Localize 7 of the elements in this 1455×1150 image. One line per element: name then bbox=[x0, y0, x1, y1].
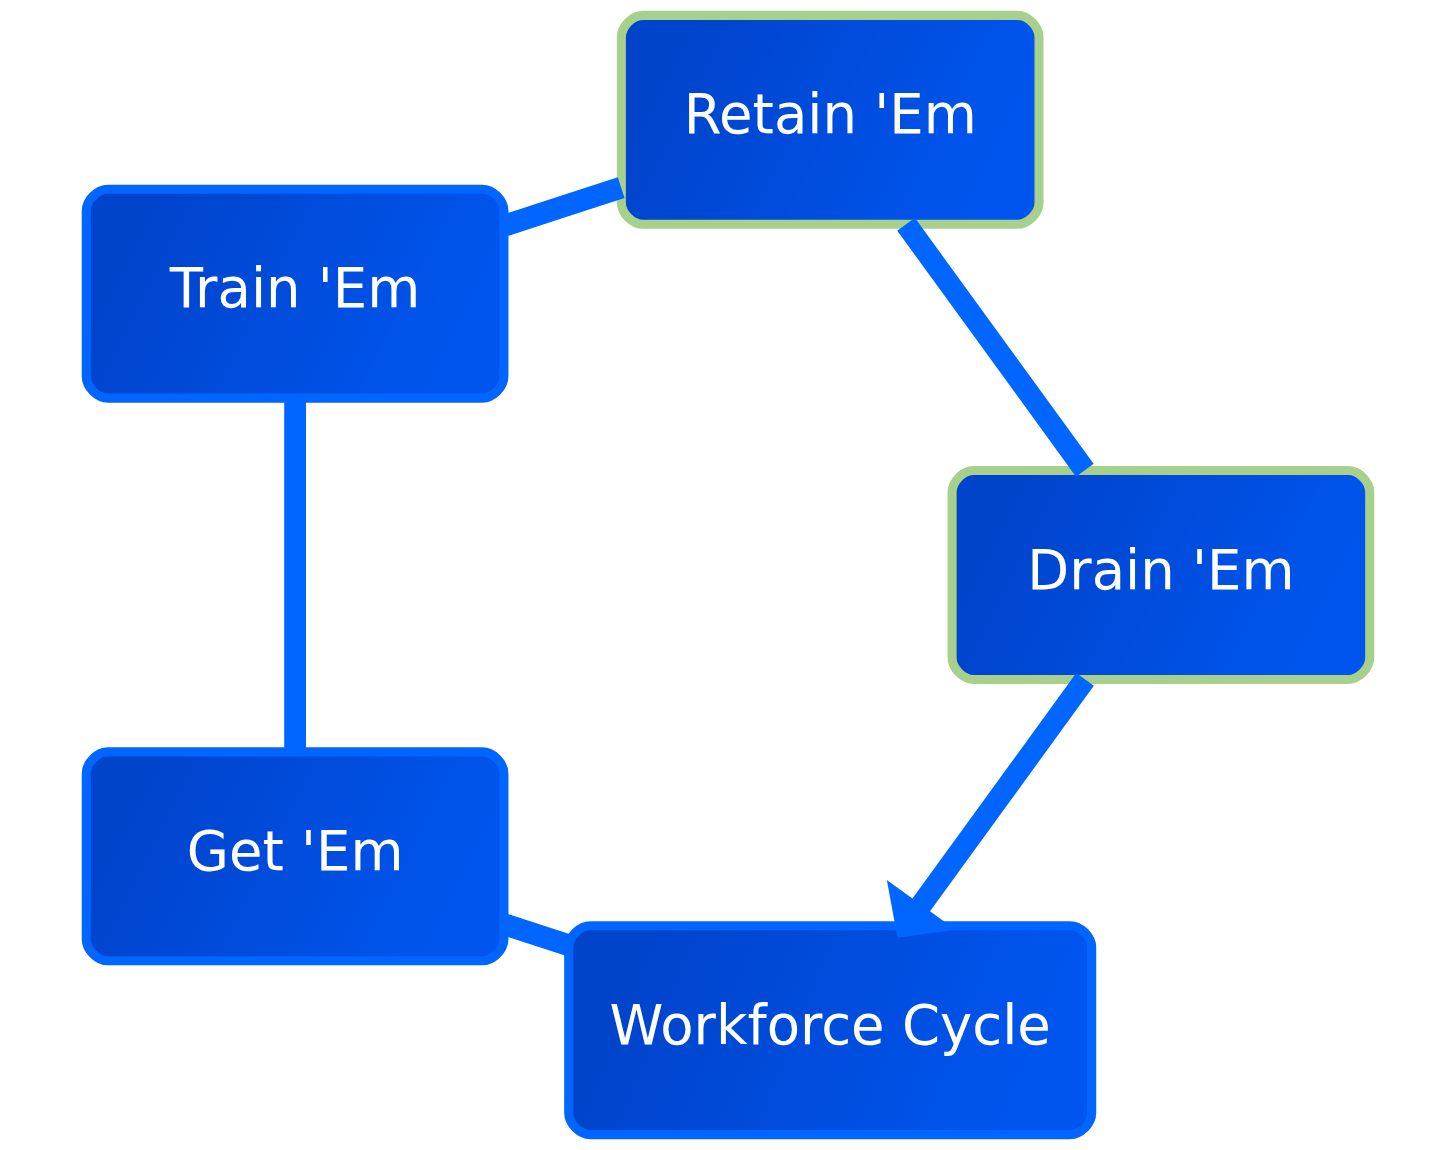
node-box: Get 'Em bbox=[81, 747, 508, 966]
arrow bbox=[886, 673, 1094, 938]
node-box: Retain 'Em bbox=[616, 10, 1044, 229]
node-box: Drain 'Em bbox=[947, 466, 1374, 684]
connector bbox=[896, 217, 1094, 477]
node-box: Workforce Cycle bbox=[563, 921, 1096, 1140]
node-box: Train 'Em bbox=[81, 184, 508, 403]
